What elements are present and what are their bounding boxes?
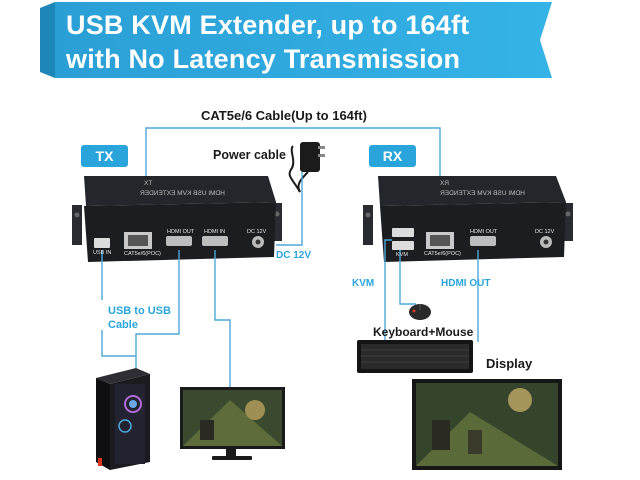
display-label: Display <box>486 356 533 371</box>
tx-port-cat: CAT5e/6(POC) <box>124 251 161 257</box>
tx-badge: TX <box>81 145 128 167</box>
keyboard-icon <box>357 340 473 373</box>
power-cable-label: Power cable <box>213 148 286 162</box>
title-banner <box>40 2 552 78</box>
tx-port-hdmi-in: HDMI IN <box>204 229 226 235</box>
cable-title: CAT5e/6 Cable(Up to 164ft) <box>201 108 367 123</box>
hdmi-in-cable-line <box>135 250 180 370</box>
tx-port-hdmi-out: HDMI OUT <box>167 229 195 235</box>
tx-monitor-icon <box>180 387 285 460</box>
rx-device-text: HDMI USB KVM EXTENDER <box>440 190 525 197</box>
rx-port-dc-12v: DC 12V <box>535 229 555 235</box>
power-adapter-icon <box>288 142 325 193</box>
tx-side-text: TX <box>144 180 153 187</box>
tx-unit <box>72 176 282 262</box>
banner-title-line2: with No Latency Transmission <box>66 44 461 74</box>
banner-title: USB KVM Extender, up to 164ft with No La… <box>66 8 469 76</box>
kvm-mouse-cable-line <box>399 250 416 305</box>
kvm-label: KVM <box>352 278 375 289</box>
rx-port-hdmi-out: HDMI OUT <box>470 229 498 235</box>
banner-title-line1: USB KVM Extender, up to 164ft <box>66 10 470 40</box>
mouse-icon <box>409 304 431 320</box>
tx-device-text: HDMI USB KVM EXTENDER <box>140 190 225 197</box>
power-cable-line <box>276 172 303 246</box>
hdmi-out-label: HDMI OUT <box>441 278 491 289</box>
rx-port-kvm: KVM <box>396 252 408 258</box>
dc-12v-label: DC 12V <box>276 250 312 261</box>
tx-port-usb-in: USB IN <box>93 250 112 256</box>
kvm-keyboard-cable-line <box>384 239 392 340</box>
display-icon <box>412 379 562 470</box>
rx-port-cat: CAT5e/6(POC) <box>424 251 461 257</box>
rx-unit <box>363 176 573 262</box>
usb-cable-line-lower <box>101 330 136 357</box>
pc-tower-icon <box>96 368 150 470</box>
keyboard-mouse-label: Keyboard+Mouse <box>373 325 474 339</box>
hdmi-out-cable-line <box>214 250 231 388</box>
usb-to-usb-label: USB to USB Cable <box>108 305 171 331</box>
rx-side-text: RX <box>440 180 450 187</box>
rx-badge: RX <box>369 145 416 167</box>
tx-port-dc-12v: DC 12V <box>247 229 267 235</box>
